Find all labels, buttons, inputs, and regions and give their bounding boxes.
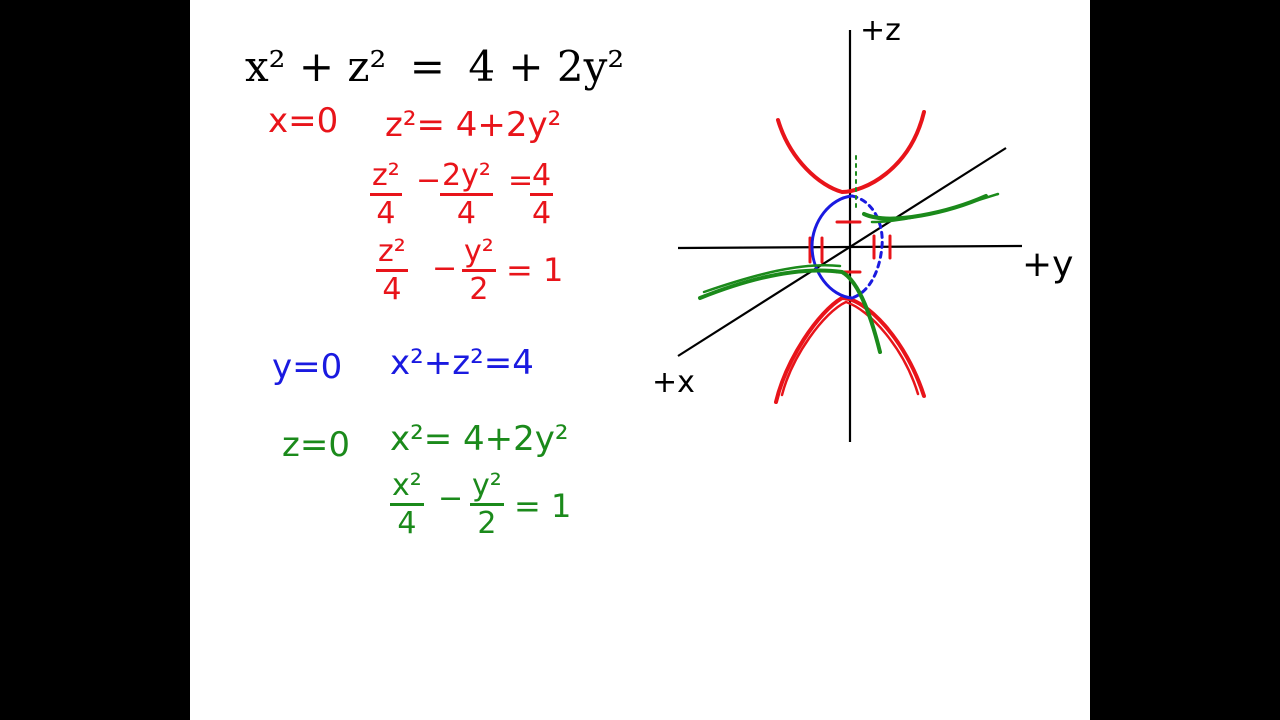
green-hyperbola-back-2 (870, 192, 1000, 224)
x-axis-label: +x (652, 365, 695, 400)
trace-x-f1-op: − (416, 163, 442, 198)
trace-x-f1-num3: 4 (530, 160, 554, 196)
blue-ellipse-front (810, 194, 854, 300)
y-axis-label: +y (1022, 244, 1073, 285)
trace-z-label: z=0 (282, 425, 350, 465)
trace-z-f-op: − (438, 481, 464, 516)
red-hyperbola-upper (776, 110, 926, 195)
trace-x-line1: z²= 4+2y² (385, 105, 562, 145)
main-equation: x² + z² = 4 + 2y² (245, 46, 624, 88)
trace-x-f1-num1: z² (370, 160, 402, 196)
trace-x-f1-den1: 4 (376, 195, 396, 231)
whiteboard-page: x² + z² = 4 + 2y² x=0 z²= 4+2y² z² 4 − 2… (190, 0, 1090, 720)
trace-x-f2-op: − (432, 251, 458, 286)
trace-x-f2-den2: 2 (469, 271, 489, 307)
x-axis (677, 147, 1007, 357)
equation-rhs: 4 + 2y² (468, 42, 625, 91)
trace-z-f-num1: x² (390, 470, 424, 506)
hyperboloid-sketch: +z +y +x (652, 13, 1073, 442)
trace-x-f1-num2: 2y² (440, 160, 493, 196)
trace-x-f1-den3: 4 (532, 195, 552, 231)
trace-x-label: x=0 (268, 101, 339, 141)
trace-z-f-num2: y² (470, 470, 504, 506)
blue-ellipse-back (850, 194, 884, 300)
trace-z-f-rhs: = 1 (514, 487, 572, 525)
trace-x-f2-rhs: = 1 (506, 251, 564, 289)
green-hyperbola-front-2 (702, 264, 842, 294)
trace-x-f1-den2: 4 (456, 195, 476, 231)
trace-x-f2-num1: z² (376, 236, 408, 272)
z-axis-label: +z (860, 13, 901, 48)
trace-z-f-den1: 4 (397, 505, 417, 541)
equation-lhs: x² + z² (245, 42, 387, 91)
red-hyperbola-lower-2 (780, 300, 920, 397)
equation-equals: = (409, 42, 445, 91)
green-hyperbola-front (698, 268, 882, 354)
trace-y-line1: x²+z²=4 (390, 343, 534, 383)
trace-z-line1: x²= 4+2y² (390, 419, 569, 459)
trace-z-f-den2: 2 (477, 505, 497, 541)
trace-x-f2-den1: 4 (382, 271, 402, 307)
red-hyperbola-lower (774, 295, 926, 404)
trace-y-label: y=0 (272, 347, 343, 387)
trace-x-f2-num2: y² (462, 236, 496, 272)
trace-x-f1-eq: = (508, 163, 534, 198)
